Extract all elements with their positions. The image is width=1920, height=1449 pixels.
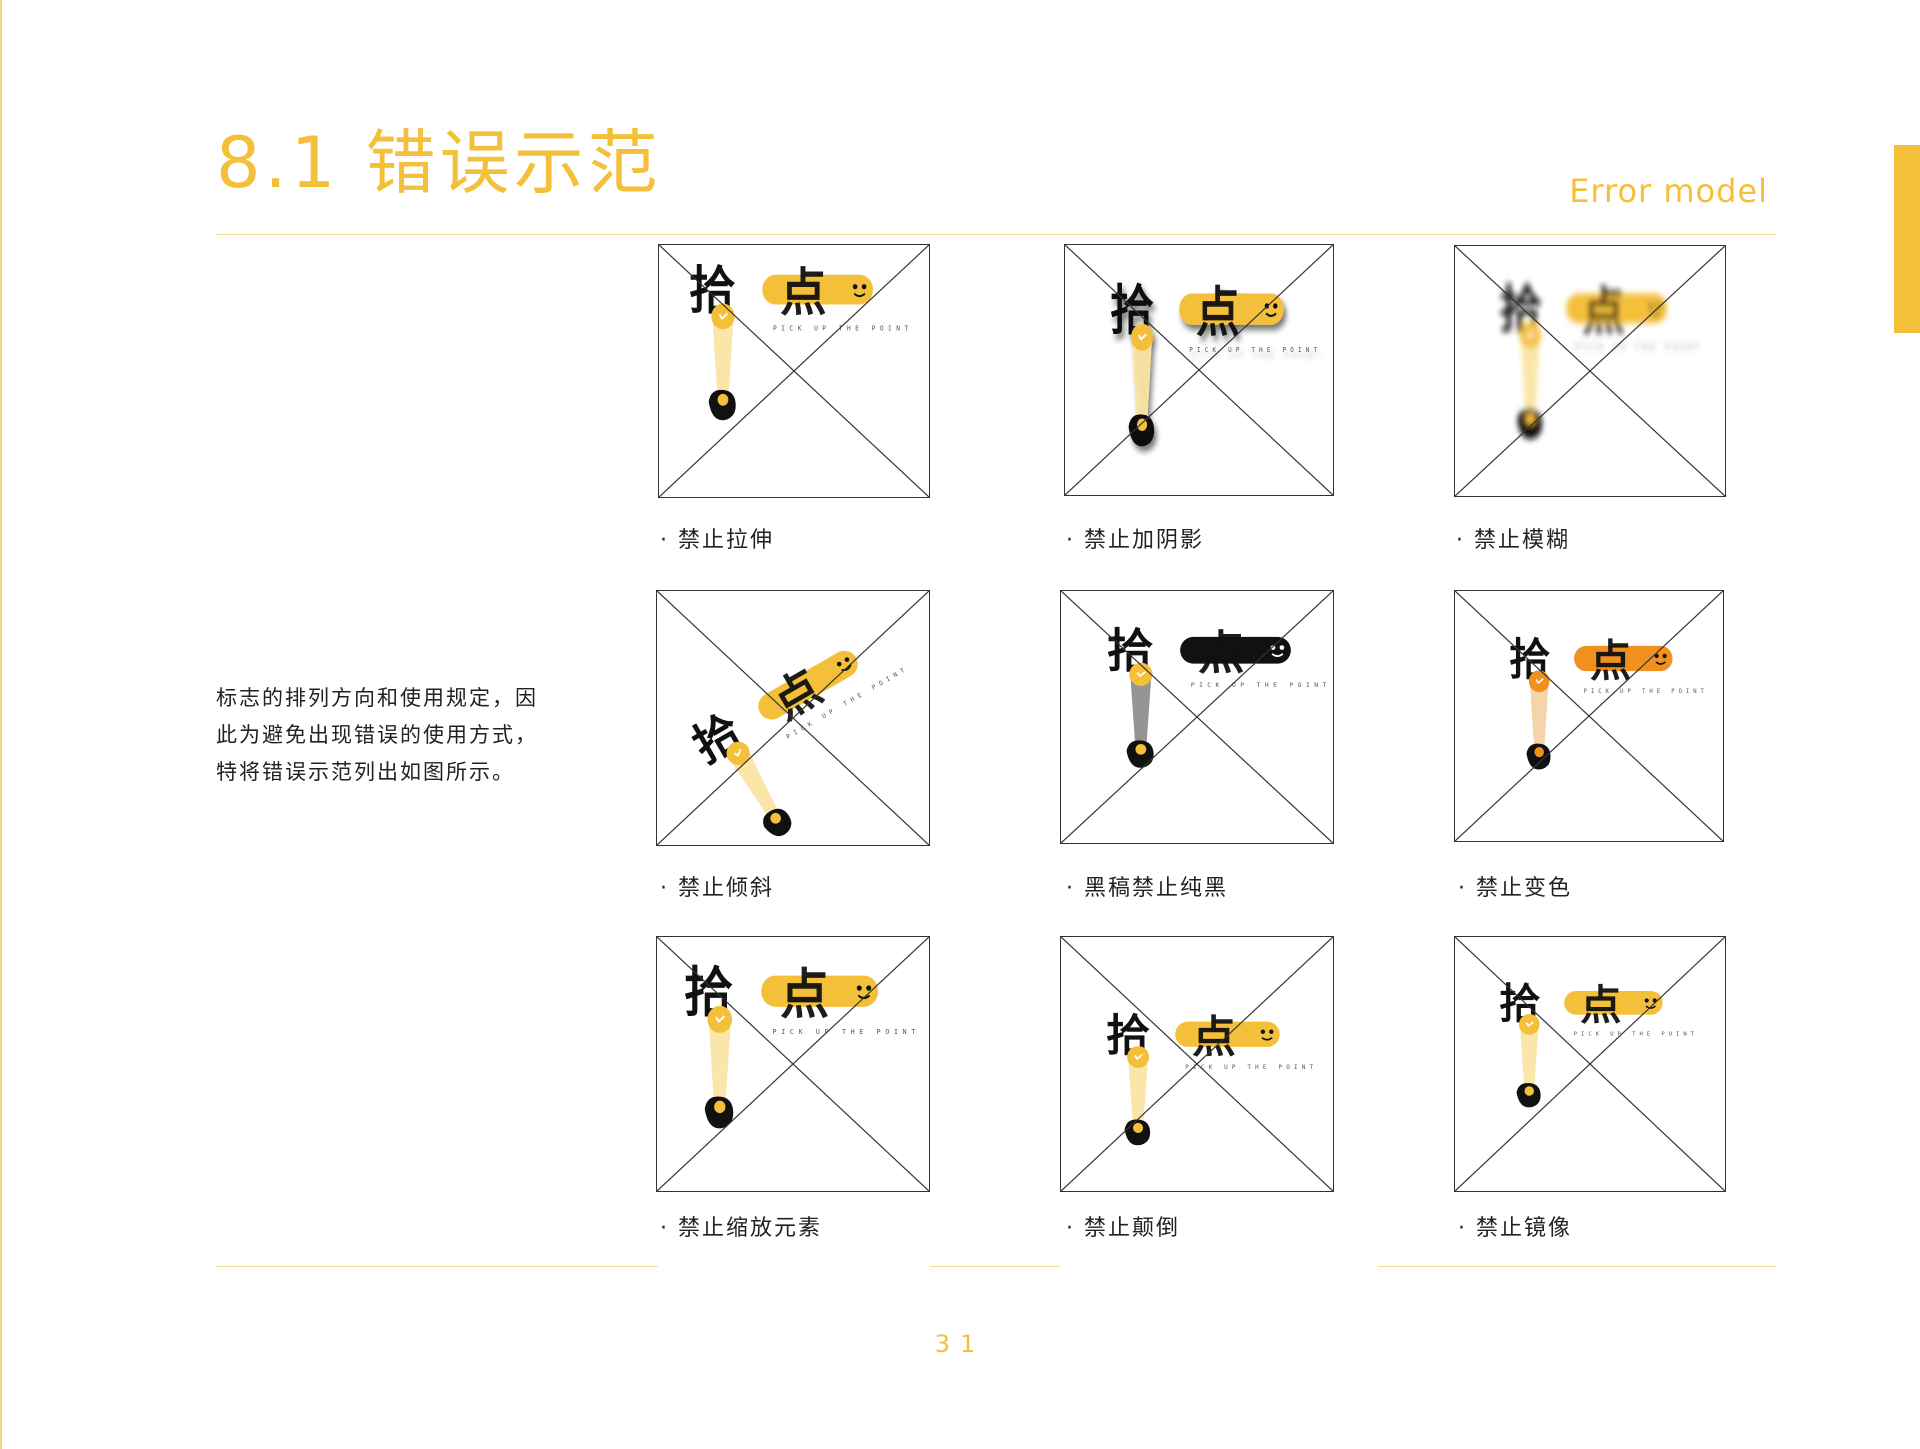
footer-rule	[1378, 1266, 1776, 1267]
error-example-illustration: 拾 点 PICK UP THE POINT	[1061, 937, 1333, 1191]
logo-char-dian: 点	[1580, 982, 1621, 1030]
caption-stretched: · 禁止拉伸	[660, 528, 774, 553]
example-shadow: 拾 点 PICK UP THE POINT	[1064, 244, 1334, 496]
description-line: 此为避免出现错误的使用方式，	[216, 723, 538, 747]
example-blur: 拾 点 PICK UP THE POINT	[1454, 245, 1726, 497]
example-recolor: 拾 点 PICK UP THE POINT	[1454, 590, 1724, 842]
logo-tagline: PICK UP THE POINT	[1584, 689, 1708, 695]
header-divider	[216, 234, 1776, 235]
page-subtitle: Error model	[1569, 172, 1768, 210]
caption-scaled-elements: · 禁止缩放元素	[660, 1216, 822, 1241]
error-example-illustration: 拾 点 PICK UP THE POINT	[1455, 591, 1723, 841]
page-number: 31	[934, 1330, 986, 1358]
caption-mirrored: · 禁止镜像	[1458, 1216, 1572, 1241]
logo-char-dian: 点	[1590, 636, 1631, 687]
error-example-illustration: 拾 点 PICK UP THE POINT	[657, 937, 929, 1191]
logo-tagline: PICK UP THE POINT	[1574, 1031, 1698, 1037]
page-title: 8.1 错误示范	[216, 122, 662, 204]
error-example-illustration: 拾 点 PICK UP THE POINT	[1455, 937, 1725, 1191]
logo-char-dian: 点	[1196, 280, 1240, 344]
caption-inverted: · 禁止颠倒	[1066, 1216, 1180, 1241]
logo-tagline: PICK UP THE POINT	[1576, 344, 1703, 352]
logo-char-dian: 点	[780, 964, 829, 1027]
logo-char-dian: 点	[1582, 282, 1624, 342]
example-scaled-elements: 拾 点 PICK UP THE POINT	[656, 936, 930, 1192]
caption-shadow: · 禁止加阴影	[1066, 528, 1204, 553]
footer-rule	[930, 1266, 1060, 1267]
example-pure-black: 拾 点 PICK UP THE POINT	[1060, 590, 1334, 844]
caption-tilted: · 禁止倾斜	[660, 876, 774, 901]
left-margin-rule	[0, 0, 2, 1449]
logo-tagline: PICK UP THE POINT	[1191, 682, 1331, 689]
example-tilted: 拾 点 PICK UP THE POINT	[656, 590, 930, 846]
caption-recolor: · 禁止变色	[1458, 876, 1572, 901]
error-example-illustration: 拾 点 PICK UP THE POINT	[657, 591, 929, 845]
example-stretched: 拾 点 PICK UP THE POINT	[658, 244, 930, 498]
caption-blur: · 禁止模糊	[1456, 528, 1570, 553]
description-line: 特将错误示范列出如图所示。	[216, 760, 515, 784]
error-example-illustration: 拾 点 PICK UP THE POINT	[659, 245, 929, 497]
logo-char-dian: 点	[1198, 626, 1244, 680]
logo-tagline: PICK UP THE POINT	[1189, 345, 1321, 354]
description-text: 标志的排列方向和使用规定，因 此为避免出现错误的使用方式， 特将错误示范列出如图…	[216, 680, 596, 791]
logo-tagline: PICK UP THE POINT	[1185, 1065, 1317, 1071]
example-inverted: 拾 点 PICK UP THE POINT	[1060, 936, 1334, 1192]
error-example-illustration: 拾 点 PICK UP THE POINT	[1061, 591, 1333, 843]
error-example-illustration: 拾 点 PICK UP THE POINT	[1455, 246, 1725, 496]
description-line: 标志的排列方向和使用规定，因	[216, 686, 538, 710]
example-mirrored: 拾 点 PICK UP THE POINT	[1454, 936, 1726, 1192]
section-side-tab	[1894, 145, 1920, 333]
error-example-illustration: 拾 点 PICK UP THE POINT	[1065, 245, 1333, 495]
logo-char-dian: 点	[1192, 1012, 1236, 1063]
logo-char-dian: 点	[780, 262, 826, 323]
footer-rule	[216, 1266, 658, 1267]
caption-pure-black: · 黑稿禁止纯黑	[1066, 876, 1228, 901]
logo-tagline: PICK UP THE POINT	[773, 1028, 920, 1036]
